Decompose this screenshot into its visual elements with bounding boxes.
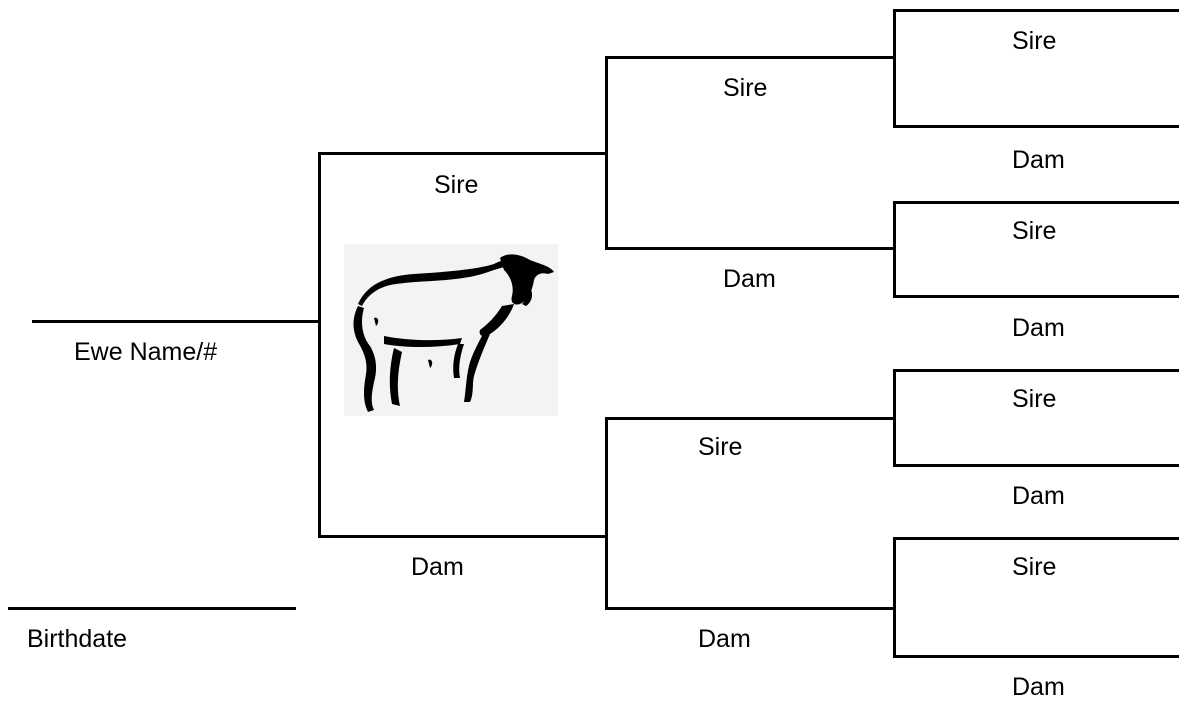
gen1-dam-line[interactable] (318, 535, 608, 538)
gen3-1-dam-line[interactable] (893, 125, 1179, 128)
gen2-lower-bracket (605, 417, 608, 610)
gen2-dam-sire-line[interactable] (605, 417, 896, 420)
gen3-3-sire-line[interactable] (893, 369, 1179, 372)
gen2-sire-sire-label: Sire (723, 74, 768, 102)
gen3-2-dam-label: Dam (1012, 314, 1065, 342)
gen3-2-dam-line[interactable] (893, 295, 1179, 298)
gen3-2-sire-line[interactable] (893, 201, 1179, 204)
gen2-sire-dam-line[interactable] (605, 247, 896, 250)
gen1-sire-line[interactable] (318, 152, 608, 155)
gen3-4-dam-label: Dam (1012, 673, 1065, 701)
gen3-1-dam-label: Dam (1012, 146, 1065, 174)
gen1-dam-label: Dam (411, 553, 464, 581)
gen1-sire-label: Sire (434, 171, 479, 199)
gen3-3-dam-line[interactable] (893, 464, 1179, 467)
gen3-bracket-1 (893, 9, 896, 128)
gen2-sire-dam-label: Dam (723, 265, 776, 293)
gen3-4-sire-line[interactable] (893, 537, 1179, 540)
birthdate-line[interactable] (8, 607, 296, 610)
gen2-sire-sire-line[interactable] (605, 56, 896, 59)
gen3-3-dam-label: Dam (1012, 482, 1065, 510)
ewe-name-label: Ewe Name/# (74, 338, 218, 366)
gen2-upper-bracket (605, 56, 608, 250)
gen3-bracket-3 (893, 369, 896, 467)
gen3-4-sire-label: Sire (1012, 553, 1057, 581)
gen3-bracket-2 (893, 201, 896, 298)
gen3-1-sire-label: Sire (1012, 27, 1057, 55)
gen3-3-sire-label: Sire (1012, 385, 1057, 413)
gen1-bracket (318, 152, 321, 538)
gen3-bracket-4 (893, 537, 896, 658)
gen2-dam-dam-label: Dam (698, 625, 751, 653)
gen2-dam-dam-line[interactable] (605, 607, 896, 610)
gen3-4-dam-line[interactable] (893, 655, 1179, 658)
ewe-name-line[interactable] (32, 320, 321, 323)
gen3-2-sire-label: Sire (1012, 217, 1057, 245)
gen3-1-sire-line[interactable] (893, 9, 1179, 12)
birthdate-label: Birthdate (27, 625, 128, 653)
sheep-icon (344, 244, 558, 416)
gen2-dam-sire-label: Sire (698, 433, 743, 461)
